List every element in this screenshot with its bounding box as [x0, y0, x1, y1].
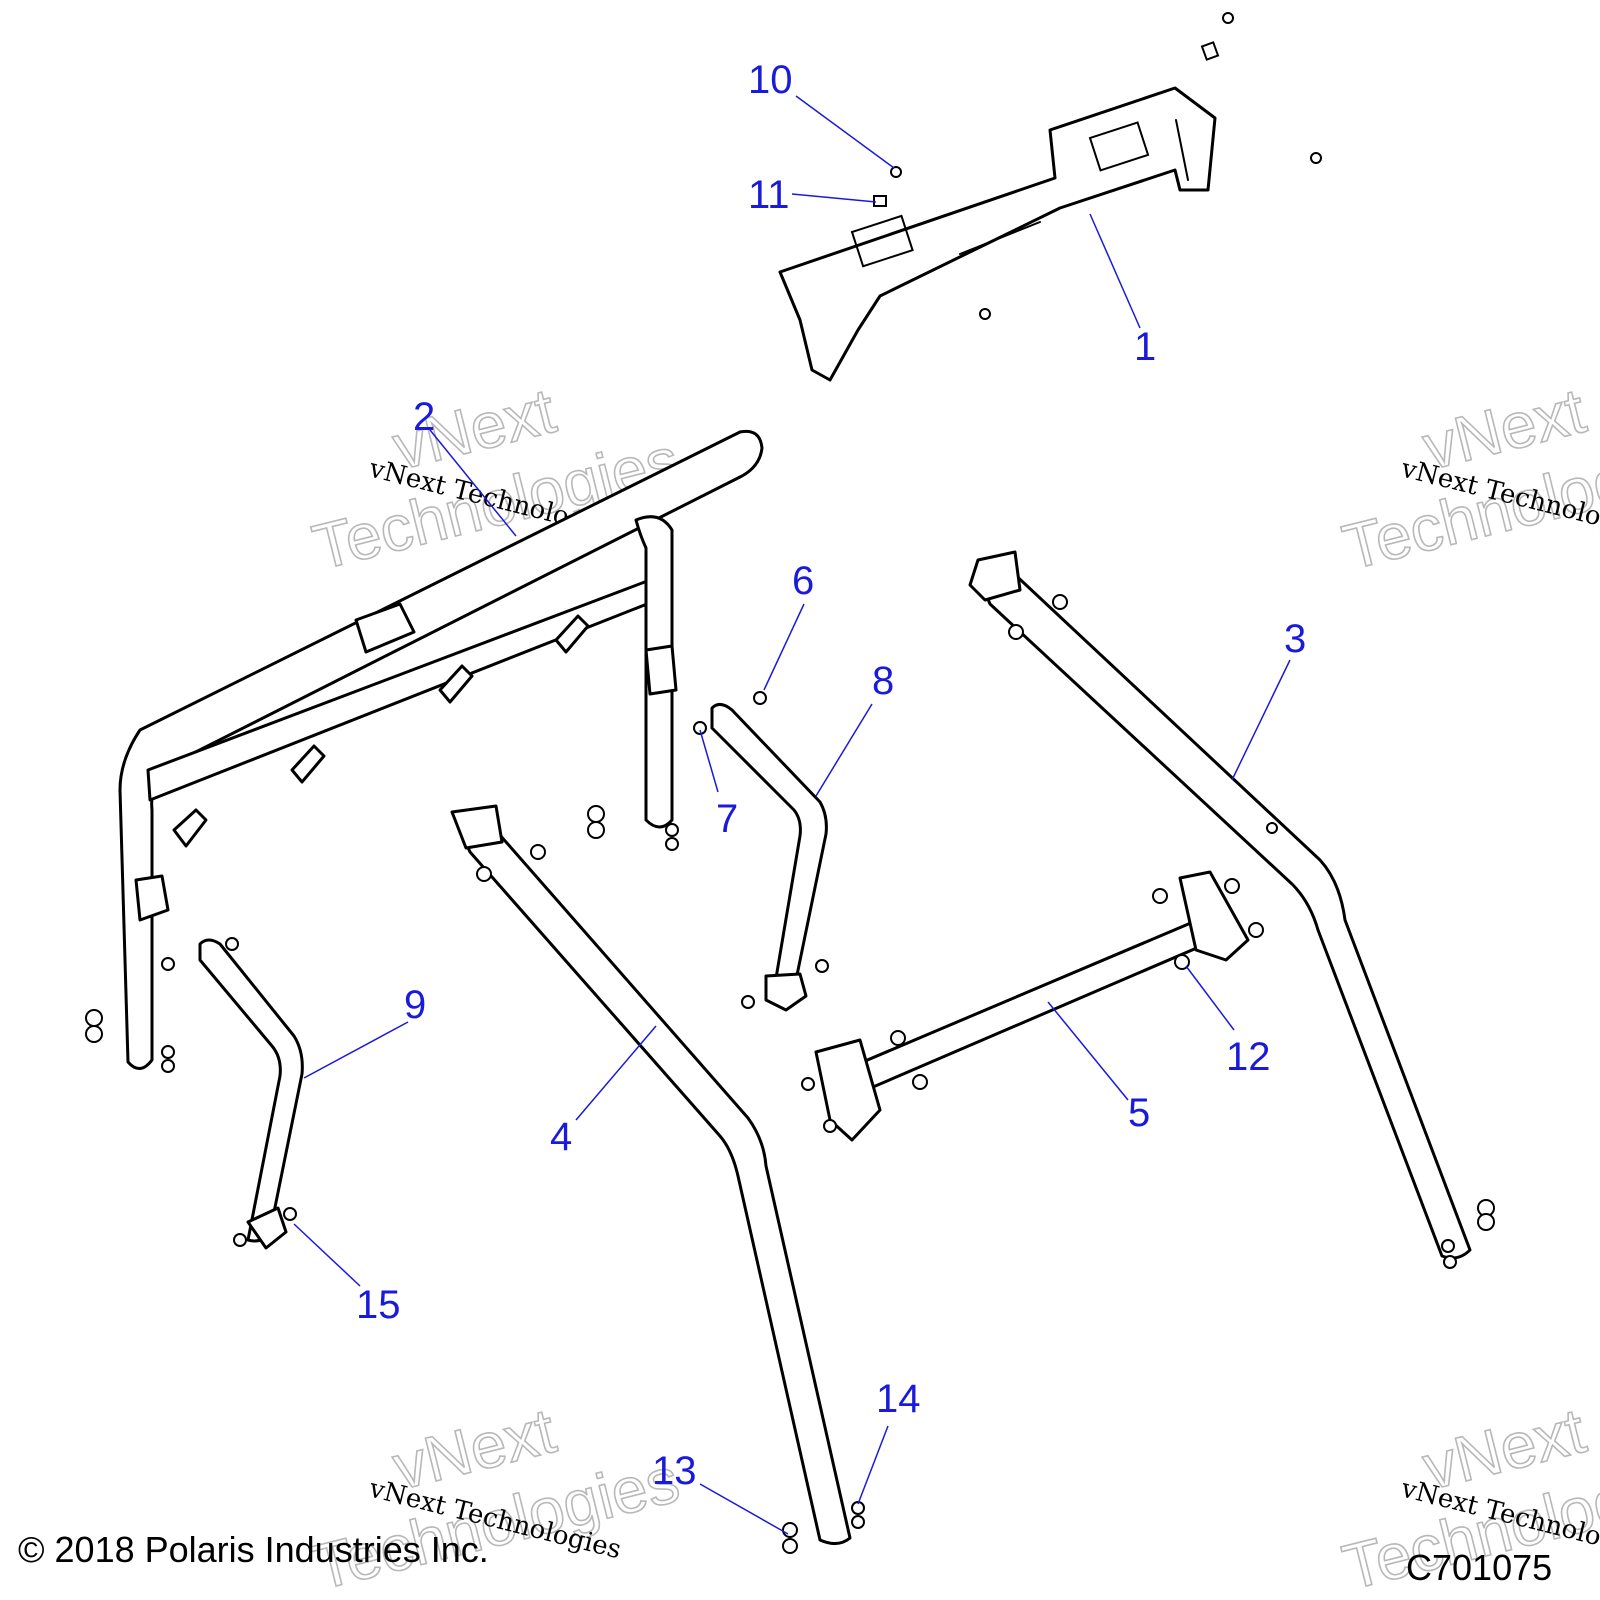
callout-labels: 1 2 3 4 5 6 7 8 9 10 11 12 13 14 15: [356, 58, 1306, 1493]
callout-14: 14: [876, 1377, 921, 1421]
copyright-text: © 2018 Polaris Industries Inc.: [18, 1529, 489, 1570]
part-1-roof-panel: [778, 12, 1322, 382]
part-8-brace: [693, 691, 829, 1012]
callout-4: 4: [550, 1115, 572, 1159]
callout-5: 5: [1128, 1091, 1150, 1135]
part-4-left-tube: [450, 804, 865, 1554]
callout-11: 11: [748, 173, 790, 217]
callout-2: 2: [413, 395, 435, 439]
part-5-cross-tube: [801, 870, 1264, 1142]
callout-10: 10: [748, 58, 793, 102]
callout-12: 12: [1226, 1035, 1271, 1079]
callout-8: 8: [872, 659, 894, 703]
part-2-rear-cage: [85, 429, 764, 1073]
callout-1: 1: [1134, 325, 1156, 369]
callout-6: 6: [792, 559, 814, 603]
reference-code: C701075: [1406, 1547, 1552, 1588]
leader-lines: [293, 95, 1291, 1535]
callout-7: 7: [716, 797, 738, 841]
callout-9: 9: [404, 983, 426, 1027]
callout-15: 15: [356, 1283, 401, 1327]
part-3-right-tube: [968, 550, 1495, 1269]
callout-3: 3: [1284, 617, 1306, 661]
callout-13: 13: [652, 1449, 697, 1493]
part-9-brace: [161, 937, 304, 1250]
